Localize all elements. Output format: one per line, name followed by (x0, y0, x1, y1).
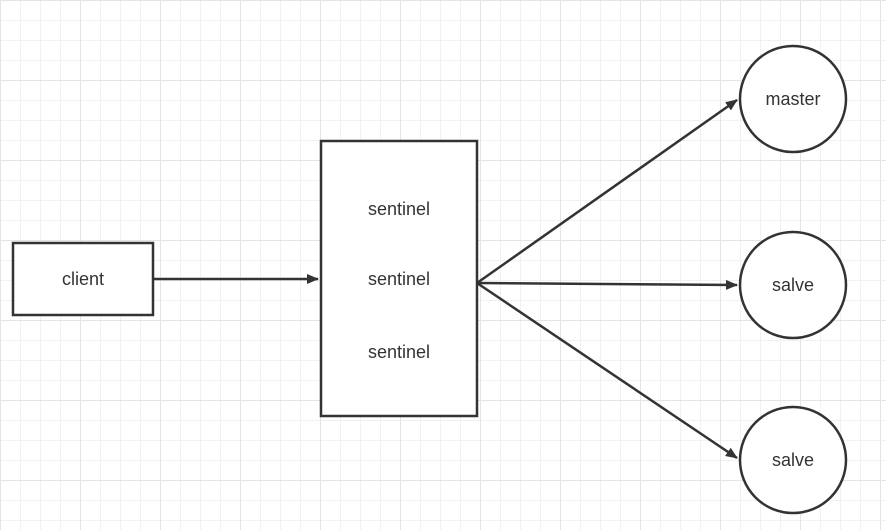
master-label: master (765, 89, 820, 109)
sentinel-group-node: sentinel sentinel sentinel (319, 139, 479, 418)
master-node: master (738, 44, 848, 154)
sentinel-label-3: sentinel (368, 342, 430, 362)
slave-node-1: salve (738, 230, 848, 340)
slave-label-1: salve (772, 275, 814, 295)
edge-sentinel-to-slave-2 (476, 281, 738, 460)
client-node: client (11, 241, 155, 317)
client-label: client (62, 269, 104, 289)
edge-sentinel-to-master (476, 98, 738, 285)
edge-sentinel-to-slave-1 (476, 279, 738, 290)
slave-node-2: salve (738, 405, 848, 515)
sentinel-label-2: sentinel (368, 269, 430, 289)
slave-label-2: salve (772, 450, 814, 470)
sentinel-label-1: sentinel (368, 199, 430, 219)
